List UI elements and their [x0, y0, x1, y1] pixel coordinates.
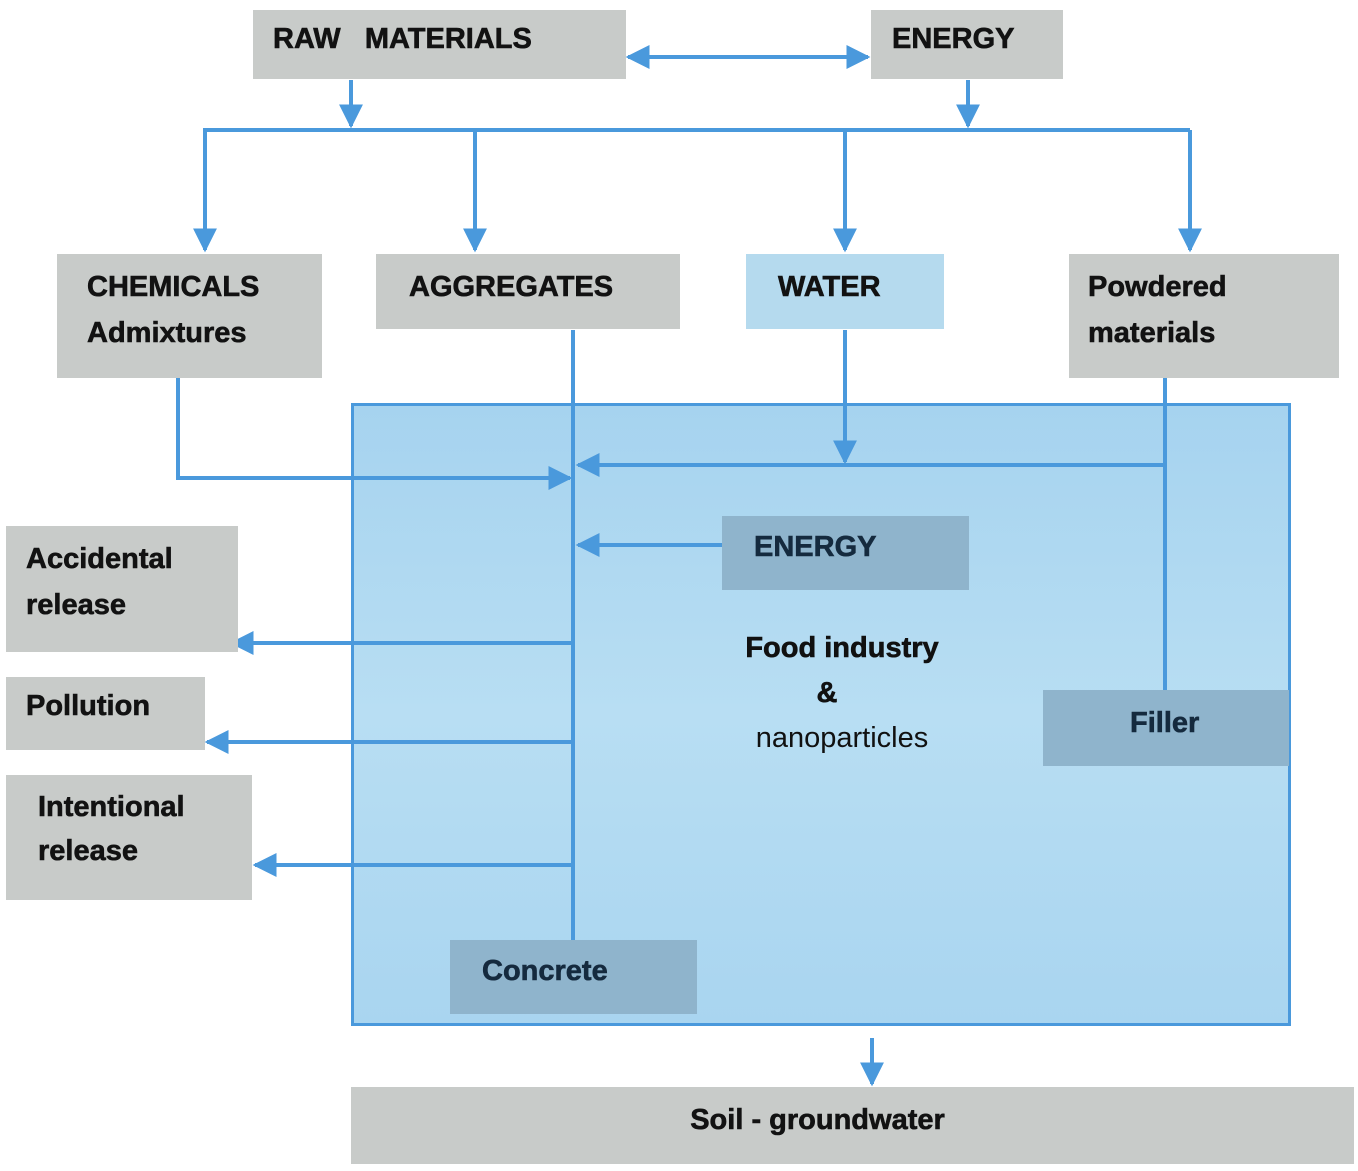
filler-box: Filler [1043, 690, 1289, 766]
energy-inner-box: ENERGY [722, 516, 969, 590]
intentional-release-box: Intentional release [6, 775, 252, 900]
concrete-box: Concrete [450, 940, 697, 1014]
soil-label: Soil - groundwater [690, 1104, 945, 1137]
powdered-box: Powdered materials [1069, 254, 1339, 378]
intentional-label-1: Intentional [38, 791, 185, 824]
accidental-release-box: Accidental release [6, 526, 238, 652]
pollution-label: Pollution [26, 690, 151, 723]
food-industry-text: Food industry & nanoparticles [700, 626, 984, 761]
intentional-label-2: release [38, 835, 139, 868]
aggregates-label: AGGREGATES [409, 271, 614, 304]
food-industry-line-2: & [816, 677, 838, 710]
chemicals-label-2: Admixtures [87, 317, 247, 350]
soil-groundwater-box: Soil - groundwater [351, 1087, 1354, 1164]
pollution-box: Pollution [6, 677, 205, 750]
food-industry-line-1: Food industry [745, 632, 939, 665]
accidental-label-2: release [26, 589, 127, 622]
chemicals-label-1: CHEMICALS [87, 271, 260, 304]
raw-materials-box: RAW MATERIALS [253, 10, 626, 79]
energy-top-label: ENERGY [892, 23, 1015, 56]
filler-label: Filler [1130, 707, 1200, 740]
food-industry-line-3: nanoparticles [755, 722, 929, 754]
water-label: WATER [778, 271, 881, 304]
chemicals-to-mix-arrow [176, 378, 573, 490]
powdered-label-1: Powdered [1088, 271, 1227, 304]
raw-materials-label: RAW MATERIALS [273, 23, 532, 56]
energy-top-box: ENERGY [871, 10, 1063, 79]
accidental-label-1: Accidental [26, 543, 173, 576]
aggregates-box: AGGREGATES [376, 254, 680, 329]
energy-inner-label: ENERGY [754, 531, 877, 564]
chemicals-box: CHEMICALS Admixtures [57, 254, 322, 378]
water-box: WATER [746, 254, 944, 329]
concrete-label: Concrete [482, 955, 608, 988]
powdered-label-2: materials [1088, 317, 1216, 350]
